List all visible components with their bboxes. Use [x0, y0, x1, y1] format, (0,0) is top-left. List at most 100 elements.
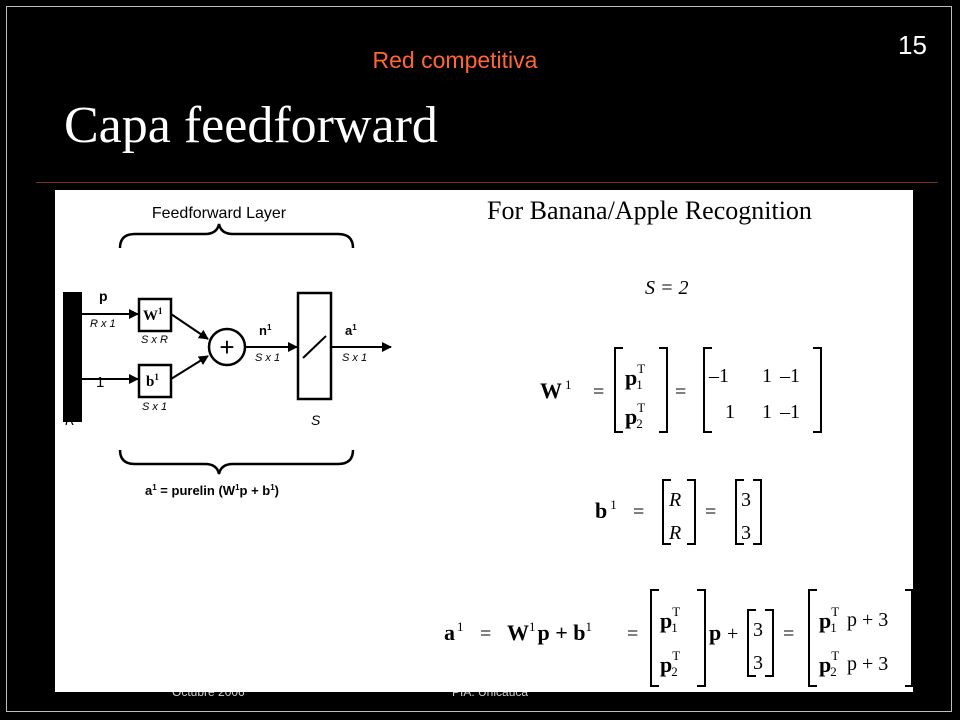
a-rhs1-w: W	[507, 620, 529, 645]
b-lhs-symbol: b	[595, 498, 607, 523]
bias-block-label: b	[146, 374, 154, 390]
a-res1-sub: 1	[830, 620, 837, 635]
b-r-brackets	[662, 479, 696, 545]
layer-size-label: S	[311, 412, 321, 428]
a-res2-symbol: p	[819, 652, 831, 677]
weight-block-label: W	[143, 308, 158, 324]
slide-number: 15	[898, 30, 927, 60]
input-bar	[63, 292, 82, 422]
bottom-brace	[118, 449, 355, 475]
a-p-vec: p	[709, 620, 721, 645]
a-res1-t: T	[831, 604, 839, 619]
b-three-1: 3	[741, 489, 751, 511]
diagram-labels: p R x 1 1 R W1 S x R b1 S x 1 + n1 S x 1…	[65, 288, 367, 498]
svg-text:n1: n1	[259, 323, 272, 338]
a-plus: +	[727, 623, 738, 645]
equation-rhs: = purelin (W	[157, 483, 236, 498]
input-dim-label: R x 1	[90, 318, 116, 330]
w-matrix-brackets	[703, 347, 822, 433]
w-p2-t: T	[637, 400, 645, 415]
net-label: n	[259, 323, 267, 338]
a-p1-sub: 1	[671, 620, 678, 635]
a-p2-symbol: p	[660, 652, 672, 677]
b-r1: R	[668, 489, 681, 511]
a-res2-t: T	[831, 648, 839, 663]
slide-frame	[6, 6, 952, 712]
output-label: a	[345, 323, 353, 338]
a-rhs1-rest: p + b	[538, 620, 586, 645]
b-three-2: 3	[741, 522, 751, 544]
a-equals-2: =	[627, 623, 638, 645]
layer-diagram: Feedforward Layer	[63, 205, 392, 475]
w-bracket-left	[614, 347, 668, 433]
layer-equation: a1 = purelin (W1p + b1)	[145, 483, 279, 498]
equation-w-sup: 1	[235, 483, 240, 492]
a-three-2: 3	[753, 652, 763, 674]
b-equals-2: =	[705, 501, 716, 523]
bias-block-sup: 1	[154, 372, 159, 382]
w-row2-c1: 1	[725, 401, 735, 423]
b-r2: R	[668, 522, 681, 544]
w-lhs-sup: 1	[565, 377, 572, 392]
sum-symbol: +	[219, 332, 234, 362]
slide-figure: Feedforward Layer p R x 1 1 R W1 S x R b	[55, 190, 913, 692]
svg-text:b1: b1	[146, 372, 159, 390]
w-row1-c3: –1	[779, 365, 800, 387]
equation-b-sup: 1	[270, 483, 275, 492]
a-p1-t: T	[672, 604, 680, 619]
b-lhs-sup: 1	[610, 497, 617, 512]
equation-lhs: a	[145, 483, 153, 498]
top-brace	[118, 223, 355, 249]
a-lhs-symbol: a	[444, 620, 455, 645]
bias-input-label: 1	[96, 374, 104, 391]
s-equation: S = 2	[645, 277, 689, 299]
bias-to-sum-arrow	[170, 355, 209, 380]
weight-dim-label: S x R	[141, 334, 168, 346]
math-heading: For Banana/Apple Recognition	[487, 196, 812, 225]
w-p2-symbol: p	[625, 404, 637, 429]
section-title: Red competitiva	[372, 47, 538, 73]
w-row2-c3: –1	[779, 401, 800, 423]
input-size-label: R	[65, 412, 75, 428]
w-row1-c1: –1	[708, 365, 729, 387]
equation-mid: p + b	[240, 483, 271, 498]
a-result-bracket-left	[808, 589, 817, 687]
linear-transfer-icon	[302, 335, 327, 359]
a-p1-symbol: p	[660, 608, 672, 633]
equation-end: )	[275, 483, 279, 498]
b-equals-1: =	[633, 501, 644, 523]
bias-dim-label: S x 1	[142, 401, 167, 413]
w-row1-c2: 1	[762, 365, 772, 387]
a-rhs1-w-sup: 1	[529, 619, 536, 634]
a-equals-1: =	[480, 623, 491, 645]
net-dim-label: S x 1	[255, 352, 280, 364]
w-equals-1: =	[593, 381, 604, 403]
weight-to-sum-arrow	[170, 313, 209, 340]
net-sup: 1	[267, 323, 272, 332]
w-p1-symbol: p	[625, 365, 637, 390]
a-rhs1: W1p + b1	[507, 619, 592, 645]
diagram-heading: Feedforward Layer	[152, 205, 287, 222]
a-res2-tail: p + 3	[847, 653, 888, 675]
w-p1-t: T	[637, 361, 645, 376]
a-three-1: 3	[753, 619, 763, 641]
svg-text:W1: W1	[143, 306, 163, 324]
b-three-brackets	[735, 479, 762, 545]
feedforward-figure: Feedforward Layer p R x 1 1 R W1 S x R b	[63, 196, 913, 687]
w-lhs-symbol: W	[540, 378, 562, 403]
a-equals-3: =	[783, 623, 794, 645]
output-dim-label: S x 1	[342, 352, 367, 364]
a-three-brackets	[747, 609, 774, 677]
a-p-brackets	[650, 589, 706, 687]
w-p2-sub: 2	[636, 416, 643, 431]
weight-block-sup: 1	[158, 306, 163, 316]
